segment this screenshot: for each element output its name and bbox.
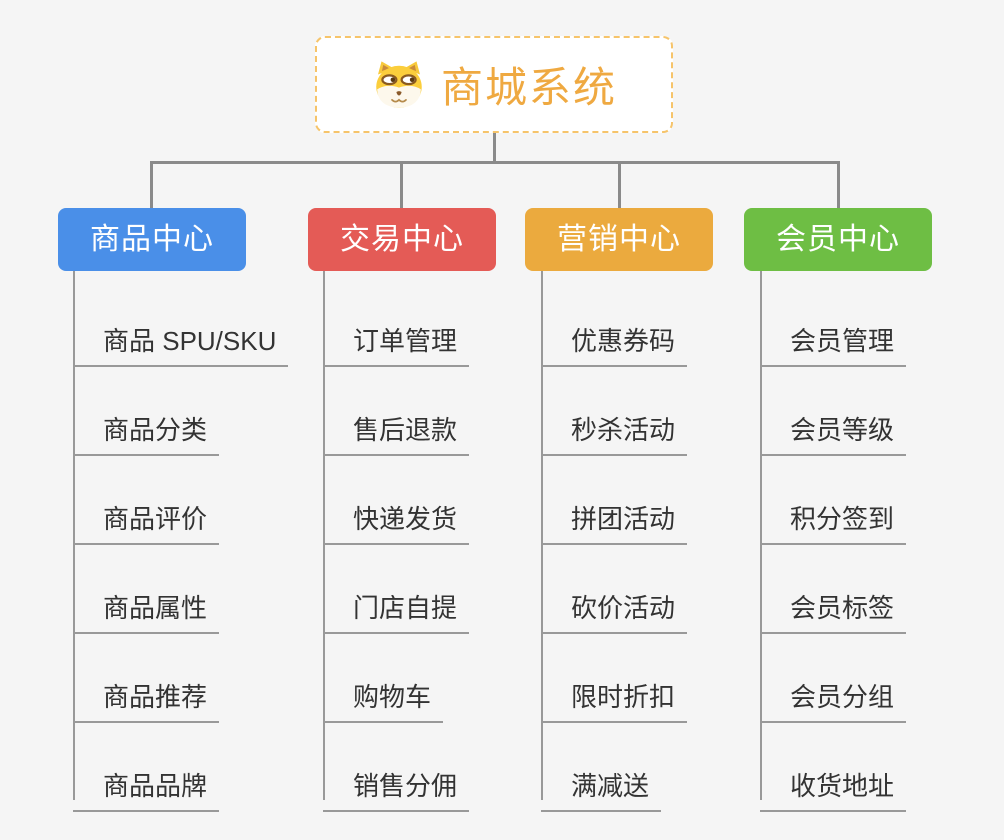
connector-drop-product [150, 161, 153, 209]
leaf-node[interactable]: 积分签到 [760, 499, 907, 545]
leaf-node[interactable]: 会员分组 [760, 677, 907, 723]
branch-column-product: 商品 SPU/SKU 商品分类 商品评价 商品属性 商品推荐 商品品牌 [73, 271, 353, 812]
connector-rail [151, 161, 839, 164]
leaf-node[interactable]: 门店自提 [323, 588, 470, 634]
connector-drop-trade [400, 161, 403, 209]
leaf-node[interactable]: 商品属性 [73, 588, 220, 634]
leaf-node[interactable]: 限时折扣 [541, 677, 688, 723]
leaf-node[interactable]: 优惠券码 [541, 321, 688, 367]
leaf-node[interactable]: 商品分类 [73, 410, 220, 456]
branch-header-member-center[interactable]: 会员中心 [744, 208, 932, 271]
leaf-node[interactable]: 订单管理 [323, 321, 470, 367]
branch-header-product-center[interactable]: 商品中心 [58, 208, 246, 271]
connector-drop-marketing [618, 161, 621, 209]
leaf-node[interactable]: 购物车 [323, 677, 444, 723]
leaf-node[interactable]: 商品品牌 [73, 766, 220, 812]
root-node-mall-system[interactable]: 商城系统 [315, 36, 673, 133]
leaf-node[interactable]: 会员等级 [760, 410, 907, 456]
shiba-dog-face-icon [376, 60, 422, 108]
leaf-node[interactable]: 销售分佣 [323, 766, 470, 812]
leaf-node[interactable]: 商品评价 [73, 499, 220, 545]
leaf-node[interactable]: 快递发货 [323, 499, 470, 545]
branch-header-trade-center[interactable]: 交易中心 [308, 208, 496, 271]
connector-root-stem [493, 132, 496, 163]
leaf-node[interactable]: 砍价活动 [541, 588, 688, 634]
leaf-node[interactable]: 会员标签 [760, 588, 907, 634]
leaf-node[interactable]: 商品推荐 [73, 677, 220, 723]
leaf-node[interactable]: 收货地址 [760, 766, 907, 812]
branch-column-marketing: 优惠券码 秒杀活动 拼团活动 砍价活动 限时折扣 满减送 [541, 271, 821, 812]
leaf-node[interactable]: 秒杀活动 [541, 410, 688, 456]
branch-column-trade: 订单管理 售后退款 快递发货 门店自提 购物车 销售分佣 [323, 271, 603, 812]
connector-drop-member [837, 161, 840, 209]
leaf-node[interactable]: 会员管理 [760, 321, 907, 367]
leaf-node[interactable]: 满减送 [541, 766, 662, 812]
leaf-node[interactable]: 商品 SPU/SKU [73, 321, 289, 367]
leaf-node[interactable]: 拼团活动 [541, 499, 688, 545]
branch-column-member: 会员管理 会员等级 积分签到 会员标签 会员分组 收货地址 [760, 271, 1004, 812]
root-node-label: 商城系统 [440, 64, 617, 111]
branch-header-marketing-center[interactable]: 营销中心 [525, 208, 713, 271]
leaf-node[interactable]: 售后退款 [323, 410, 470, 456]
